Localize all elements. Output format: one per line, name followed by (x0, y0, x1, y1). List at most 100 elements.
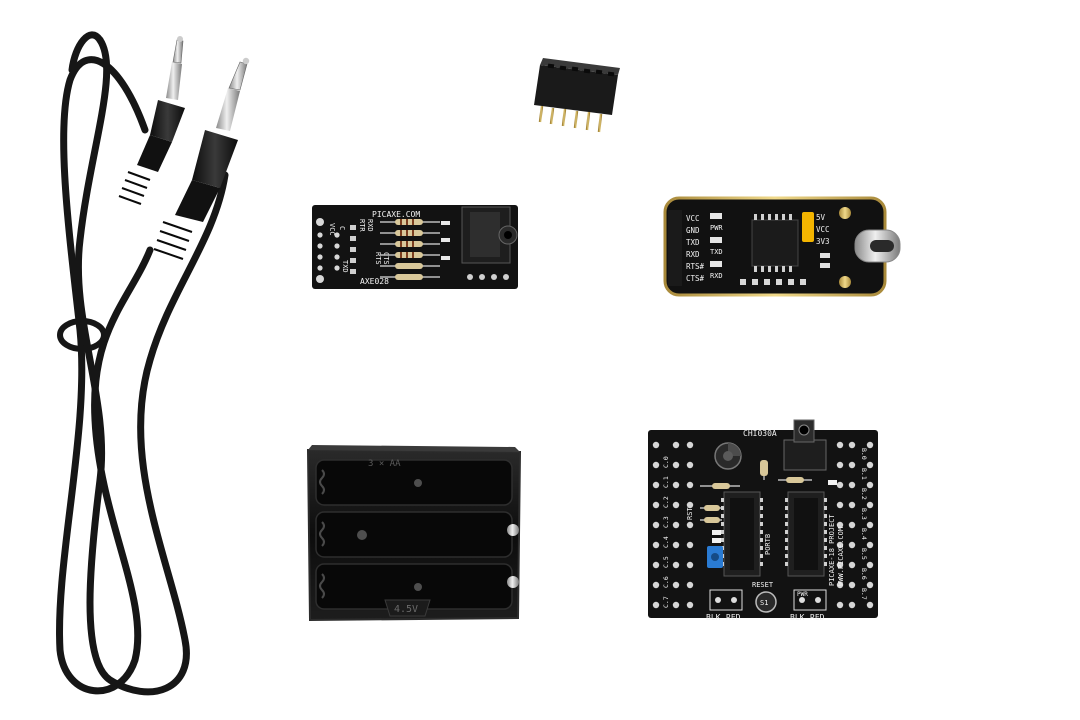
picaxe-18-project-board: CHI030A C.7 C.6 C.5 C.4 C.3 C.2 C.1 C.0 … (648, 419, 878, 622)
ic-pin (785, 522, 788, 526)
usb-jumper-label-0: 5V (816, 213, 826, 222)
solder-pad (686, 461, 694, 469)
ic-pin (721, 522, 724, 526)
power-label-red: RED (726, 613, 741, 622)
cable-tie (57, 318, 107, 352)
right-port-label-5: B.5 (860, 548, 868, 560)
ic-pin (824, 522, 827, 526)
board-project-subtitle: WWW.PICAXE.COM (837, 527, 845, 586)
ic-pin (721, 538, 724, 542)
solder-pad (836, 541, 844, 549)
ic-pin (760, 506, 763, 510)
solder-pad (686, 581, 694, 589)
board-s1-label: S1 (760, 599, 768, 607)
solder-pad (866, 441, 874, 449)
battery-holder: 3 × AA 4.5V (306, 445, 522, 622)
power-pwr-label: PWR (797, 591, 808, 598)
right-port-label-2: B.2 (860, 488, 868, 500)
power-terminal-left: BLK RED (706, 589, 743, 622)
usb-c-port (854, 229, 901, 263)
ic-pin (785, 530, 788, 534)
left-port-label-2: C.5 (662, 556, 670, 568)
solder-pad (672, 561, 680, 569)
board-right-pads (836, 441, 874, 609)
solder-pad (652, 461, 660, 469)
left-port-label-4: C.3 (662, 516, 670, 528)
solder-pad (866, 541, 874, 549)
usb-jumper-label-2: 3V3 (816, 237, 830, 246)
ic-pin (785, 498, 788, 502)
axe028-right-label-0: RTR (358, 219, 366, 232)
ic-pins (721, 498, 827, 566)
ic-socket-right (787, 491, 825, 577)
ic-pin (785, 554, 788, 558)
solder-pad (848, 521, 856, 529)
right-port-label-7: B.7 (860, 588, 868, 600)
solder-pad (866, 461, 874, 469)
solder-pad (672, 481, 680, 489)
ic-pin (721, 498, 724, 502)
solder-pad (686, 481, 694, 489)
solder-pad (866, 501, 874, 509)
usb-pin-label-3: RXD (686, 250, 700, 259)
usb-pin-label-0: VCC (686, 214, 700, 223)
board-audio-jack (783, 419, 827, 471)
solder-pad (866, 561, 874, 569)
female-pin-header (534, 58, 620, 133)
solder-pad (848, 601, 856, 609)
usb-pin-label-1: GND (686, 226, 700, 235)
solder-pad (652, 541, 660, 549)
right-port-label-6: B.6 (860, 568, 868, 580)
usb-led-label-0: PWR (710, 224, 723, 232)
solder-pad (848, 561, 856, 569)
board-project-title: PICAXE-18 PROJECT (828, 514, 836, 586)
right-port-label-1: B.1 (860, 468, 868, 480)
solder-pad (836, 461, 844, 469)
ic-pin (760, 514, 763, 518)
ic-pin (785, 538, 788, 542)
solder-pad (836, 601, 844, 609)
ic-pin (785, 546, 788, 550)
usb-led-label-2: RXD (710, 272, 723, 280)
audio-plug-left (118, 36, 185, 205)
axe028-model: AXE028 (360, 277, 389, 286)
ic-pin (760, 530, 763, 534)
solder-pad (848, 541, 856, 549)
solder-pad (848, 461, 856, 469)
solder-pad (866, 481, 874, 489)
ic-pin (760, 554, 763, 558)
power-label-red-2: RED (810, 613, 825, 622)
solder-pad (652, 481, 660, 489)
solder-pad (836, 481, 844, 489)
solder-pad (686, 601, 694, 609)
ic-socket-left (723, 491, 761, 577)
power-label-blk: BLK (706, 613, 721, 622)
board-rst-label: RST (686, 507, 694, 520)
right-port-label-3: B.3 (860, 508, 868, 520)
solder-pad (672, 541, 680, 549)
solder-pad (672, 581, 680, 589)
ic-pin (760, 562, 763, 566)
left-port-label-1: C.6 (662, 576, 670, 588)
ic-pin (760, 546, 763, 550)
right-port-label-4: B.4 (860, 528, 868, 540)
voltage-jumper (802, 212, 814, 242)
solder-pad (652, 581, 660, 589)
ic-pin (760, 498, 763, 502)
ic-pin (785, 506, 788, 510)
audio-jack-socket (461, 206, 518, 264)
solder-pad (848, 441, 856, 449)
solder-pad (866, 601, 874, 609)
axe028-left-label-1: C (338, 226, 346, 230)
ic-pin (785, 514, 788, 518)
ic-pin (824, 498, 827, 502)
usb-pin-label-4: RTS# (686, 262, 705, 271)
battery-voltage-label: 4.5V (394, 604, 418, 615)
solder-pad (836, 581, 844, 589)
ic-pin (824, 546, 827, 550)
solder-pad (686, 561, 694, 569)
solder-pad (652, 561, 660, 569)
usb-pin-label-2: TXD (686, 238, 700, 247)
ic-pin (824, 514, 827, 518)
